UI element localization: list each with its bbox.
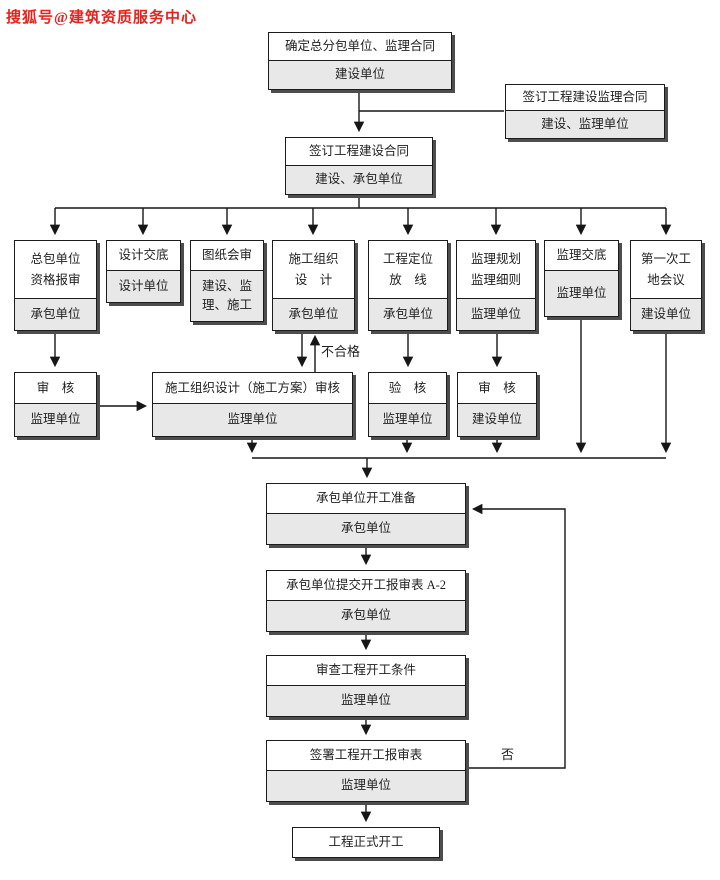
node-check-start-conditions: 审查工程开工条件 监理单位 (266, 655, 466, 717)
node-design-disclosure: 设计交底 设计单位 (106, 240, 181, 303)
node-review-qualification: 审 核 监理单位 (14, 372, 97, 437)
node-positioning: 工程定位放 线 承包单位 (368, 240, 448, 331)
node-title: 工程正式开工 (293, 828, 439, 857)
node-title: 第一次工地会议 (631, 241, 701, 298)
node-title: 承包单位开工准备 (267, 484, 465, 513)
node-actor: 建设单位 (458, 403, 536, 436)
node-sign-start-form: 签署工程开工报审表 监理单位 (266, 740, 466, 802)
node-actor: 监理单位 (267, 685, 465, 716)
node-title: 审查工程开工条件 (267, 656, 465, 685)
label-no: 否 (501, 747, 515, 762)
node-title: 监理交底 (545, 241, 618, 270)
node-actor: 监理单位 (369, 403, 446, 436)
node-actor: 建设、监理单位 (506, 110, 664, 138)
node-actor: 设计单位 (107, 270, 180, 302)
node-title: 施工组织设计（施工方案）审核 (153, 373, 352, 403)
node-start-preparation: 承包单位开工准备 承包单位 (266, 483, 466, 545)
node-title: 设计交底 (107, 241, 180, 270)
node-determine-contract: 确定总分包单位、监理合同 建设单位 (268, 32, 452, 90)
node-verify-positioning: 验 核 监理单位 (368, 372, 447, 437)
watermark-text: 搜狐号@建筑资质服务中心 (6, 10, 197, 26)
node-formal-start: 工程正式开工 (292, 827, 440, 858)
node-org-design: 施工组织设 计 承包单位 (272, 240, 355, 331)
node-first-site-meeting: 第一次工地会议 建设单位 (630, 240, 702, 331)
node-actor: 监理单位 (15, 403, 96, 436)
node-actor: 承包单位 (273, 298, 354, 330)
node-org-design-review: 施工组织设计（施工方案）审核 监理单位 (152, 372, 353, 437)
node-actor: 承包单位 (369, 298, 447, 330)
node-qualification: 总包单位资格报审 承包单位 (14, 240, 97, 331)
node-submit-start-form: 承包单位提交开工报审表 A-2 承包单位 (266, 570, 466, 632)
node-title: 图纸会审 (191, 241, 263, 270)
node-supervision-plan: 监理规划监理细则 监理单位 (456, 240, 536, 331)
node-actor: 建设、监理、施工 (191, 270, 263, 321)
node-drawing-review: 图纸会审 建设、监理、施工 (190, 240, 264, 322)
node-actor: 监理单位 (457, 298, 535, 330)
node-title: 签订工程建设合同 (286, 138, 432, 165)
node-title: 签署工程开工报审表 (267, 741, 465, 770)
node-title: 审 核 (15, 373, 96, 403)
label-unqualified: 不合格 (321, 344, 361, 359)
node-review-plan: 审 核 建设单位 (457, 372, 537, 437)
edge-no-feedback (466, 503, 566, 769)
node-title: 审 核 (458, 373, 536, 403)
node-actor: 承包单位 (15, 298, 96, 330)
node-sign-construction-contract: 签订工程建设合同 建设、承包单位 (285, 137, 433, 195)
node-title: 施工组织设 计 (273, 241, 354, 298)
node-title: 确定总分包单位、监理合同 (269, 33, 451, 60)
node-actor: 建设单位 (631, 298, 701, 330)
node-sign-supervision-contract: 签订工程建设监理合同 建设、监理单位 (505, 84, 665, 139)
node-title: 总包单位资格报审 (15, 241, 96, 298)
node-title: 验 核 (369, 373, 446, 403)
node-title: 监理规划监理细则 (457, 241, 535, 298)
node-actor: 监理单位 (545, 270, 618, 316)
node-title: 签订工程建设监理合同 (506, 85, 664, 110)
node-actor: 监理单位 (267, 770, 465, 801)
node-supervision-disclosure: 监理交底 监理单位 (544, 240, 619, 317)
node-actor: 承包单位 (267, 513, 465, 544)
node-actor: 承包单位 (267, 600, 465, 631)
node-actor: 建设、承包单位 (286, 165, 432, 194)
node-actor: 监理单位 (153, 403, 352, 436)
node-title: 工程定位放 线 (369, 241, 447, 298)
node-actor: 建设单位 (269, 60, 451, 89)
node-title: 承包单位提交开工报审表 A-2 (267, 571, 465, 600)
